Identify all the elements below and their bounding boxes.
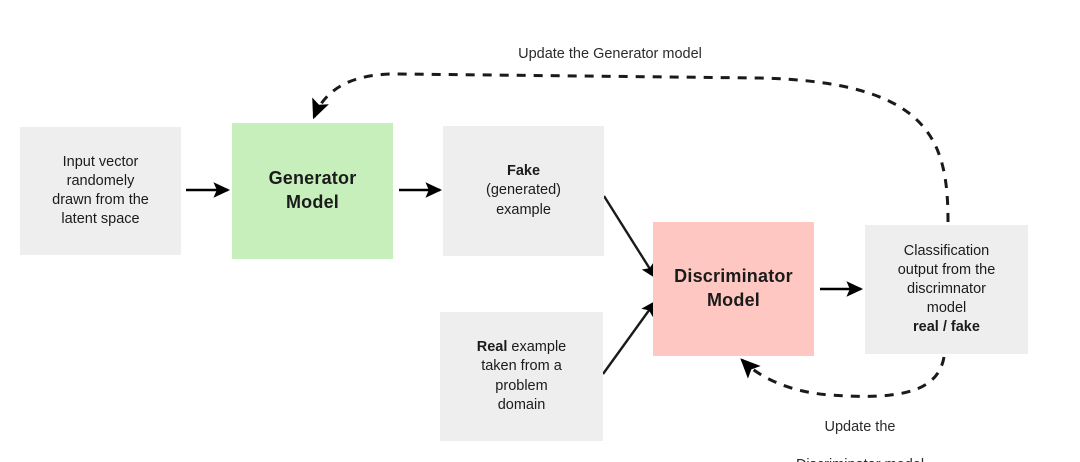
arrow-real-to-discriminator bbox=[602, 300, 657, 375]
real-example-line-1-rest: example bbox=[507, 339, 567, 356]
label-update-discriminator-line-2: Discriminator model bbox=[740, 456, 980, 462]
label-update-discriminator: Update the Discriminator model bbox=[740, 399, 980, 462]
real-example-bold: Real bbox=[476, 339, 508, 356]
label-update-discriminator-line-1: Update the bbox=[824, 418, 896, 435]
classification-line-1: Classification bbox=[903, 242, 990, 259]
fake-example-bold: Fake bbox=[506, 163, 541, 180]
classification-line-4: model bbox=[926, 300, 967, 317]
dashed-arrow-update-discriminator bbox=[740, 356, 946, 398]
generator-line-1: Generator bbox=[268, 168, 357, 189]
generator-line-2: Model bbox=[285, 192, 339, 212]
input-vector-line-3: drawn from the bbox=[52, 192, 149, 208]
node-fake-example: Fake (generated) example bbox=[443, 126, 604, 256]
real-example-line-1: Real example bbox=[477, 338, 566, 357]
label-update-generator: Update the Generator model bbox=[518, 46, 702, 62]
classification-line-5: real / fake bbox=[913, 319, 980, 336]
node-classification-output: Classification output from the discrimna… bbox=[865, 225, 1028, 354]
real-example-line-4: domain bbox=[497, 396, 546, 413]
classification-line-2: output from the bbox=[897, 261, 996, 278]
input-vector-line-1: Input vector bbox=[62, 153, 139, 170]
node-generator-model: Generator Model bbox=[232, 123, 393, 259]
real-example-line-3: problem bbox=[495, 377, 548, 394]
dashed-arrow-update-generator bbox=[312, 72, 950, 223]
discriminator-line-1: Discriminator bbox=[674, 266, 793, 287]
node-discriminator-model: Discriminator Model bbox=[653, 222, 814, 356]
discriminator-line-2: Model bbox=[706, 290, 760, 310]
input-vector-line-2: randomely bbox=[66, 172, 135, 189]
fake-example-line-2: (generated) bbox=[486, 182, 561, 199]
node-input-vector: Input vector randomely drawn from the la… bbox=[20, 127, 181, 255]
real-example-line-2: taken from a bbox=[481, 358, 562, 375]
input-vector-line-4: latent space bbox=[61, 211, 140, 228]
fake-example-line-3: example bbox=[496, 201, 551, 218]
arrow-fake-to-discriminator bbox=[602, 195, 657, 279]
classification-line-3: discrimnator bbox=[907, 280, 986, 297]
node-real-example: Real example taken from a problem domain bbox=[440, 312, 603, 441]
